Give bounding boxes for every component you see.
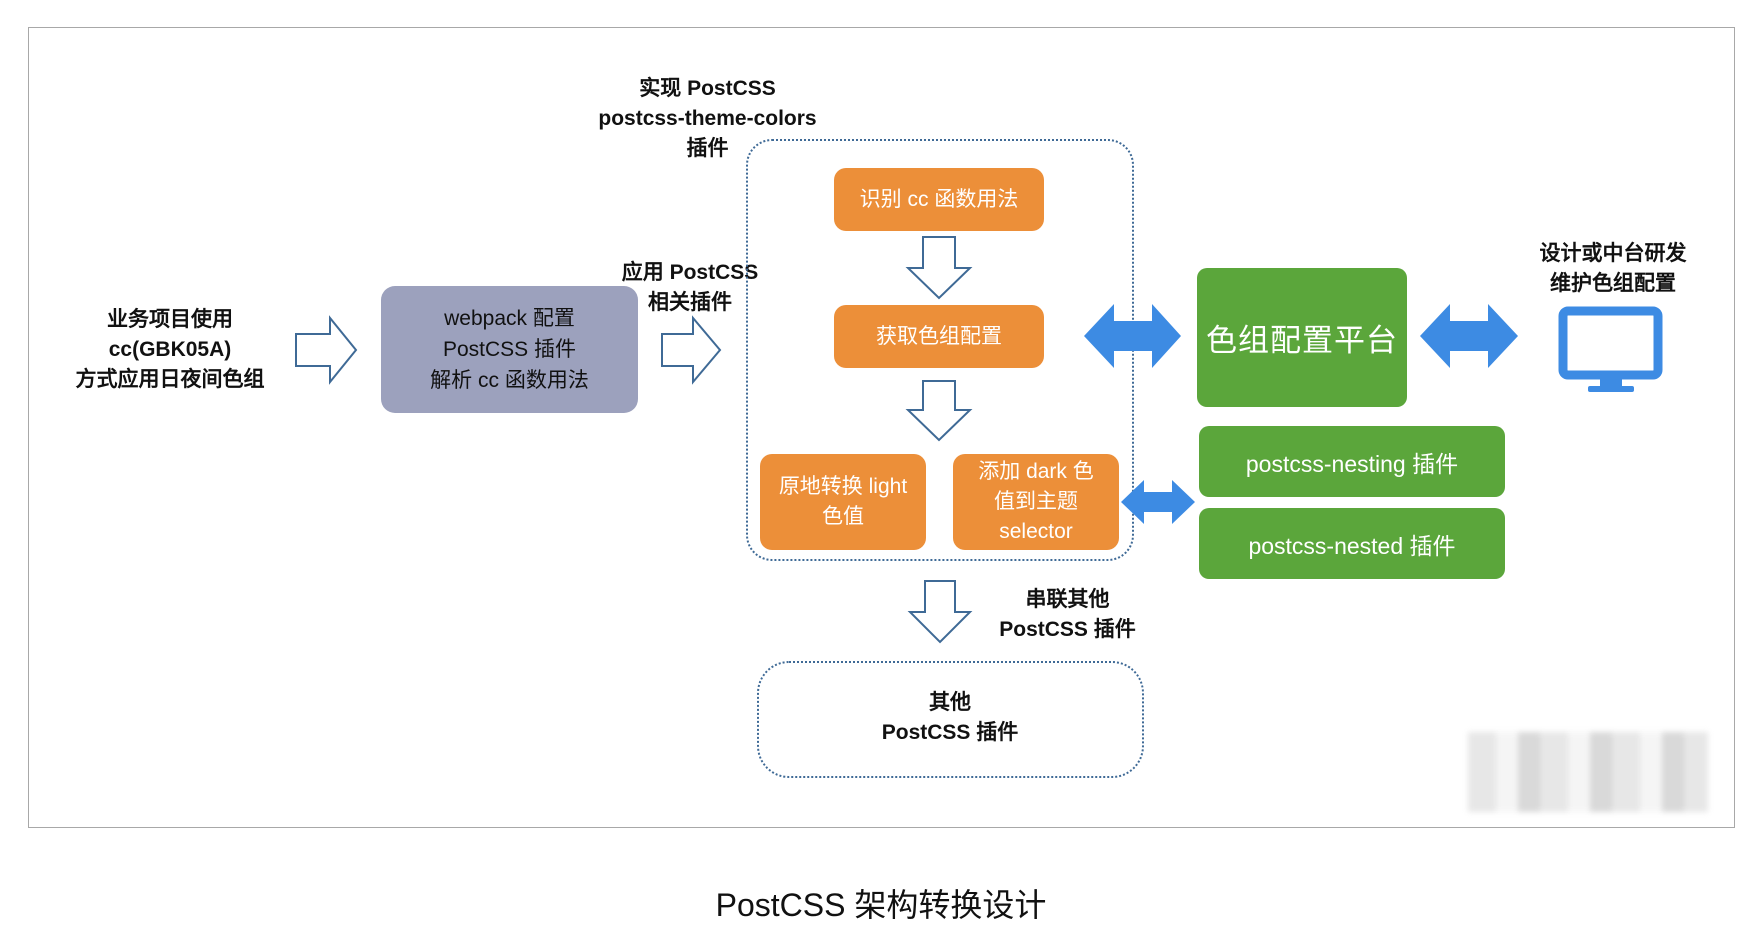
other-plugins-container [757,661,1144,778]
postcss-nested-box: postcss-nested 插件 [1199,508,1505,579]
step-convert-light: 原地转换 light 色值 [760,454,926,550]
webpack-config-box: webpack 配置 PostCSS 插件 解析 cc 函数用法 [381,286,638,413]
step-identify-cc: 识别 cc 函数用法 [834,168,1044,231]
apply-postcss-label: 应用 PostCSS 相关插件 [621,261,759,314]
monitor-icon [1558,306,1663,392]
double-arrow-plugin-platform [1084,304,1181,368]
arrow-down-1 [905,236,973,300]
step-add-dark: 添加 dark 色 值到主题 selector [953,454,1119,550]
designer-label: 设计或中台研发 维护色组配置 [1539,242,1687,295]
arrow-right-1 [295,315,358,385]
implement-plugin-label: 实现 PostCSS postcss-theme-colors 插件 [598,77,817,160]
color-config-platform: 色组配置平台 [1197,268,1407,407]
watermark-blur [1468,732,1708,812]
arrow-right-2 [661,315,722,385]
chain-plugins-label: 串联其他 PostCSS 插件 [999,588,1136,641]
double-arrow-plugin-nesting [1121,480,1195,524]
other-plugins-label: 其他 PostCSS 插件 [881,691,1019,744]
figure-caption: PostCSS 架构转换设计 [715,887,1047,923]
step-get-color-config: 获取色组配置 [834,305,1044,368]
double-arrow-platform-designer [1420,304,1518,368]
arrow-down-3 [907,580,973,644]
postcss-nesting-box: postcss-nesting 插件 [1199,426,1505,497]
left-label: 业务项目使用 cc(GBK05A) 方式应用日夜间色组 [75,308,265,391]
arrow-down-2 [905,380,973,442]
